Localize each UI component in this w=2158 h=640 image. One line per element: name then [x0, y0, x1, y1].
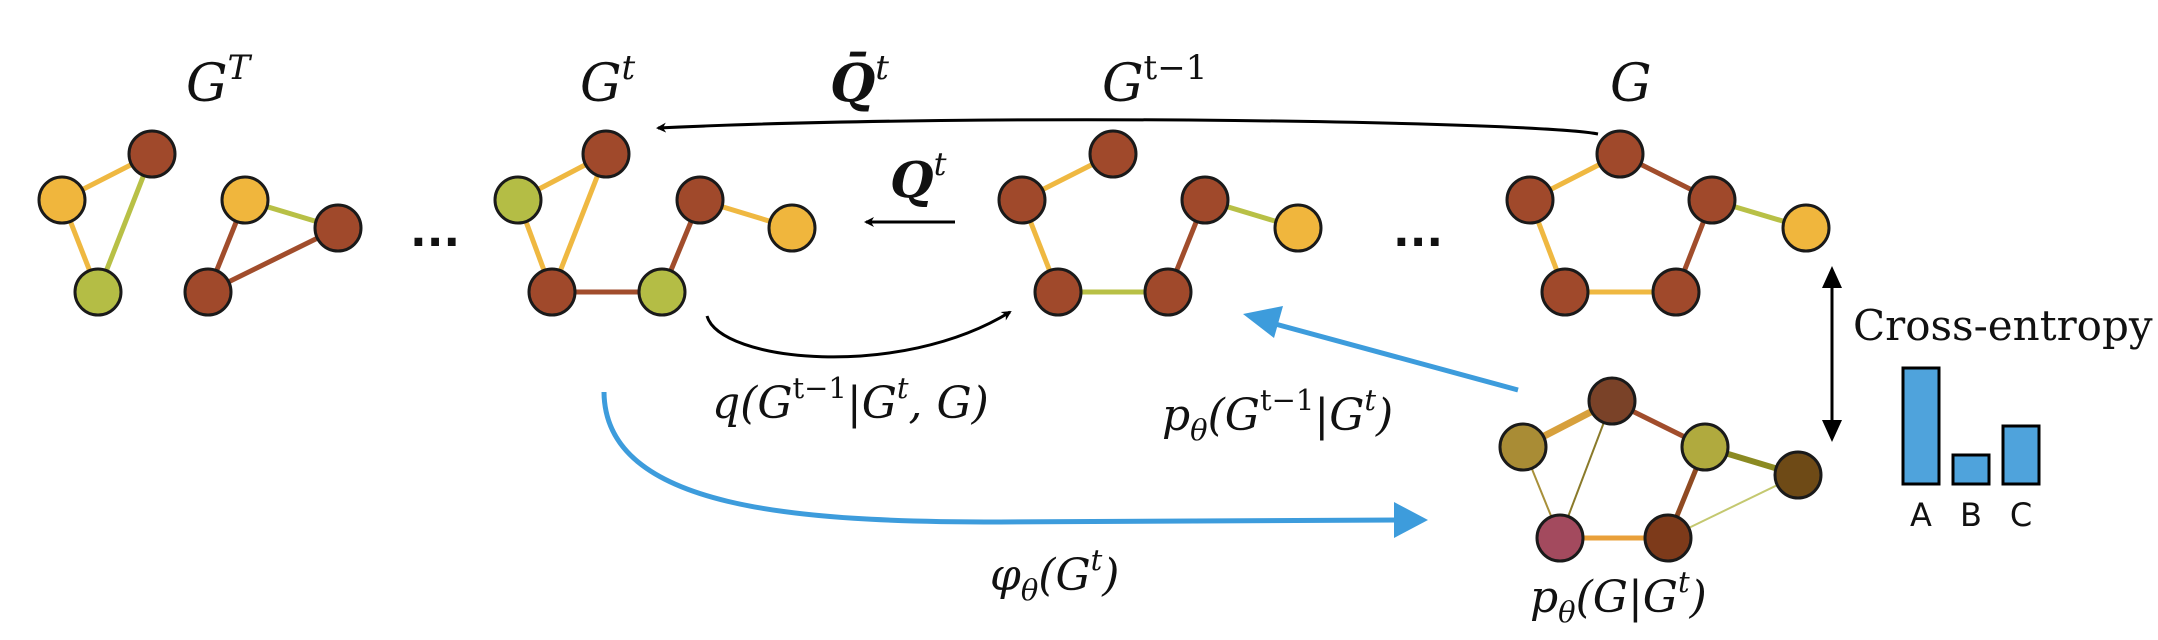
- bar-label-c: C: [2010, 496, 2032, 534]
- bar-a: [1901, 366, 1941, 486]
- ellipsis-left: ...: [410, 206, 460, 257]
- label-q: Qt: [890, 145, 947, 209]
- arrow-phi-blue: [601, 391, 1405, 525]
- graph-predicted: [1498, 376, 1823, 563]
- arrow-reverse-blue: [1267, 319, 1519, 393]
- arrow-reverse-blue-head: [1243, 306, 1283, 338]
- label-cross-entropy: Cross-entropy: [1853, 301, 2153, 350]
- bar-c: [2001, 424, 2041, 486]
- label-q-bar: Q̄t: [830, 48, 889, 114]
- bar-b: [1951, 453, 1991, 486]
- label-g-t: Gt: [580, 48, 636, 114]
- ellipsis-right: ...: [1393, 206, 1443, 257]
- bar-label-b: B: [1960, 496, 1982, 534]
- label-phi: φθ(Gt): [990, 543, 1119, 607]
- label-predicted: pθ(G|Gt): [1530, 565, 1707, 629]
- graph-g-T: [37, 129, 363, 317]
- bar-label-a: A: [1910, 496, 1932, 534]
- arrow-phi-blue-head: [1394, 502, 1428, 538]
- arrow-qbar: [656, 118, 1599, 136]
- graph-g-clean: [1505, 129, 1831, 317]
- double-arrow-cross-entropy: [1822, 266, 1842, 442]
- graph-g-t-minus-1: [997, 129, 1323, 317]
- label-g-clean: G: [1610, 54, 1652, 114]
- label-g-T: GT: [186, 48, 253, 114]
- label-g-t-minus-1: Gt−1: [1102, 48, 1207, 114]
- label-posterior: q(Gt−1|Gt, G): [712, 371, 989, 429]
- arrow-posterior: [705, 310, 1012, 359]
- label-reverse: pθ(Gt−1|Gt): [1162, 383, 1393, 447]
- graph-g-t: [493, 129, 817, 317]
